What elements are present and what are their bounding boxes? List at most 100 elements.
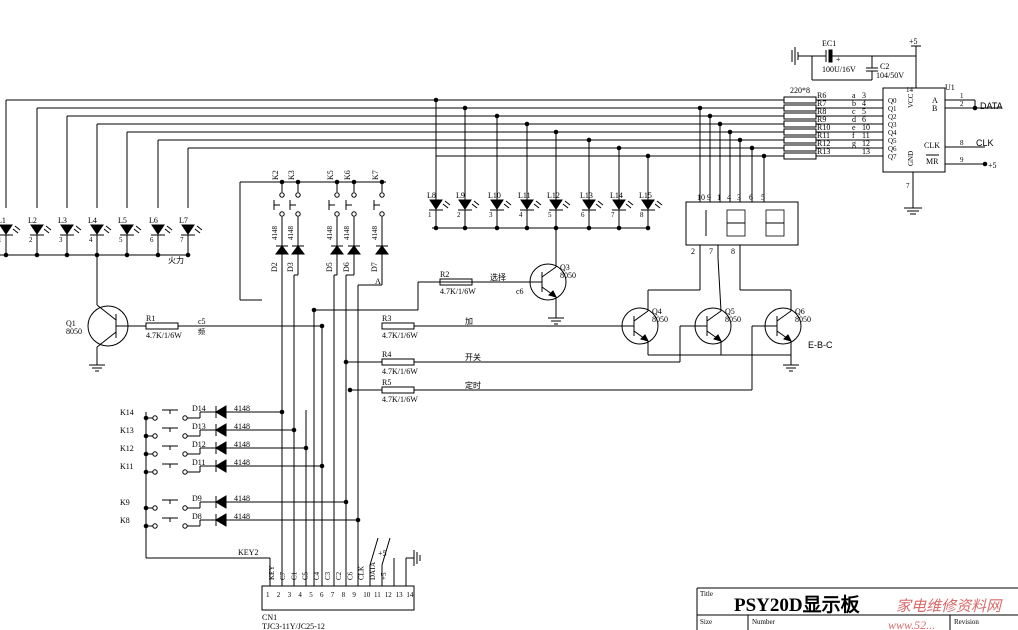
segment-letter: d bbox=[852, 115, 856, 124]
diode-value: 4148 bbox=[343, 226, 351, 241]
u1-output-label: Q6 bbox=[888, 145, 897, 153]
connector-signal: C5 bbox=[302, 571, 310, 580]
led-body-icon bbox=[181, 224, 195, 235]
svg-text:+: + bbox=[836, 55, 841, 64]
u1-pin-gnd: 7 bbox=[906, 182, 910, 190]
u1-pin-clk: 8 bbox=[960, 139, 964, 147]
transistor-type: 8050 bbox=[652, 315, 668, 324]
connector-pin: 12 bbox=[385, 591, 393, 599]
display-pin: 1 bbox=[717, 193, 721, 202]
diode-icon bbox=[215, 441, 227, 455]
key-ref: K8 bbox=[120, 516, 130, 525]
u1-pin-a: 1 bbox=[960, 92, 964, 100]
display-common-pin: 8 bbox=[731, 247, 735, 256]
u1-output-pin: 11 bbox=[862, 131, 870, 140]
led-ray bbox=[14, 225, 21, 231]
key-contact bbox=[279, 192, 285, 198]
resistor-array-element bbox=[783, 152, 817, 160]
diode-ref: D13 bbox=[192, 422, 206, 431]
led-ray bbox=[103, 228, 110, 234]
led-ref: L15 bbox=[639, 191, 652, 200]
led-ray bbox=[627, 200, 634, 206]
led-ray bbox=[133, 228, 140, 234]
key-contact bbox=[152, 433, 158, 439]
segment-letter: e bbox=[852, 123, 856, 132]
emitter-arrow-icon bbox=[640, 334, 649, 342]
key-ref: K5 bbox=[326, 170, 335, 180]
led-ray bbox=[505, 200, 512, 206]
key-contact bbox=[182, 505, 188, 511]
diode-value: 4148 bbox=[371, 226, 379, 241]
resistor-body-icon bbox=[439, 278, 473, 286]
led-ref: L6 bbox=[149, 216, 158, 225]
connector-pin: 8 bbox=[342, 591, 346, 599]
net-label: c6 bbox=[516, 287, 524, 296]
display-pin: 4 bbox=[727, 193, 731, 202]
key-contact bbox=[351, 211, 357, 217]
led-ray bbox=[471, 203, 478, 209]
resistor-body-icon bbox=[381, 386, 415, 394]
connector-bus: KEY2 +5 bbox=[145, 275, 421, 586]
diode-icon bbox=[215, 513, 227, 527]
resistor-r4: R44.7K/1/6W bbox=[381, 350, 418, 376]
diode-value: 4148 bbox=[234, 458, 250, 467]
u1-net-clk: CLK bbox=[976, 138, 994, 148]
diode-icon bbox=[291, 245, 305, 255]
transistor-type: 8050 bbox=[725, 315, 741, 324]
key-contact bbox=[182, 451, 188, 457]
u1-output-label: Q4 bbox=[888, 129, 897, 137]
led-pin: 5 bbox=[548, 211, 552, 219]
connector-pin: 11 bbox=[374, 591, 381, 599]
led-body-icon bbox=[490, 199, 504, 210]
diode-value: 4148 bbox=[234, 404, 250, 413]
diode-value: 4148 bbox=[271, 226, 279, 241]
led-ray bbox=[473, 200, 480, 206]
led-ray bbox=[196, 225, 203, 231]
net-label: 频 bbox=[198, 327, 205, 336]
led-ref: L2 bbox=[28, 216, 37, 225]
connector-signal: KEY bbox=[268, 566, 276, 580]
led-pin: 2 bbox=[457, 211, 461, 219]
display-pin: 10 bbox=[697, 193, 705, 202]
key-contact bbox=[334, 192, 340, 198]
led-ray bbox=[503, 203, 510, 209]
display-pin: 3 bbox=[737, 193, 741, 202]
net-label: 加 bbox=[465, 316, 473, 326]
led-ref: L5 bbox=[118, 216, 127, 225]
led-ray bbox=[135, 225, 142, 231]
diode-ref: D8 bbox=[192, 512, 202, 521]
connector-signal: C7 bbox=[279, 571, 287, 580]
diode-ref: D6 bbox=[342, 262, 351, 272]
led-ref: L12 bbox=[547, 191, 560, 200]
u1-output-pin: 10 bbox=[862, 123, 870, 132]
connector-pin: 13 bbox=[396, 591, 404, 599]
led-pin: 1 bbox=[428, 211, 432, 219]
connector-signal: +5 bbox=[380, 572, 388, 580]
led-body-icon bbox=[582, 199, 596, 210]
diode-icon bbox=[330, 245, 344, 255]
diode-ref: D9 bbox=[192, 494, 202, 503]
led-ray bbox=[595, 203, 602, 209]
led-ray bbox=[75, 225, 82, 231]
power-capacitors: EC1 + 100U/16V C2 104/50V +5 bbox=[791, 37, 921, 88]
emitter-arrow-icon bbox=[783, 334, 792, 342]
resistor-array-element bbox=[783, 128, 817, 136]
resistor-r5: R54.7K/1/6W bbox=[381, 378, 418, 404]
led-ref: L14 bbox=[610, 191, 623, 200]
diode-ref: D7 bbox=[370, 262, 379, 272]
transistor-pinout: E-B-C bbox=[808, 340, 833, 350]
led-l7: L77 bbox=[179, 216, 203, 244]
number-label: Number bbox=[752, 618, 776, 626]
led-body-icon bbox=[30, 224, 44, 235]
display-common-pin: 2 bbox=[691, 247, 695, 256]
